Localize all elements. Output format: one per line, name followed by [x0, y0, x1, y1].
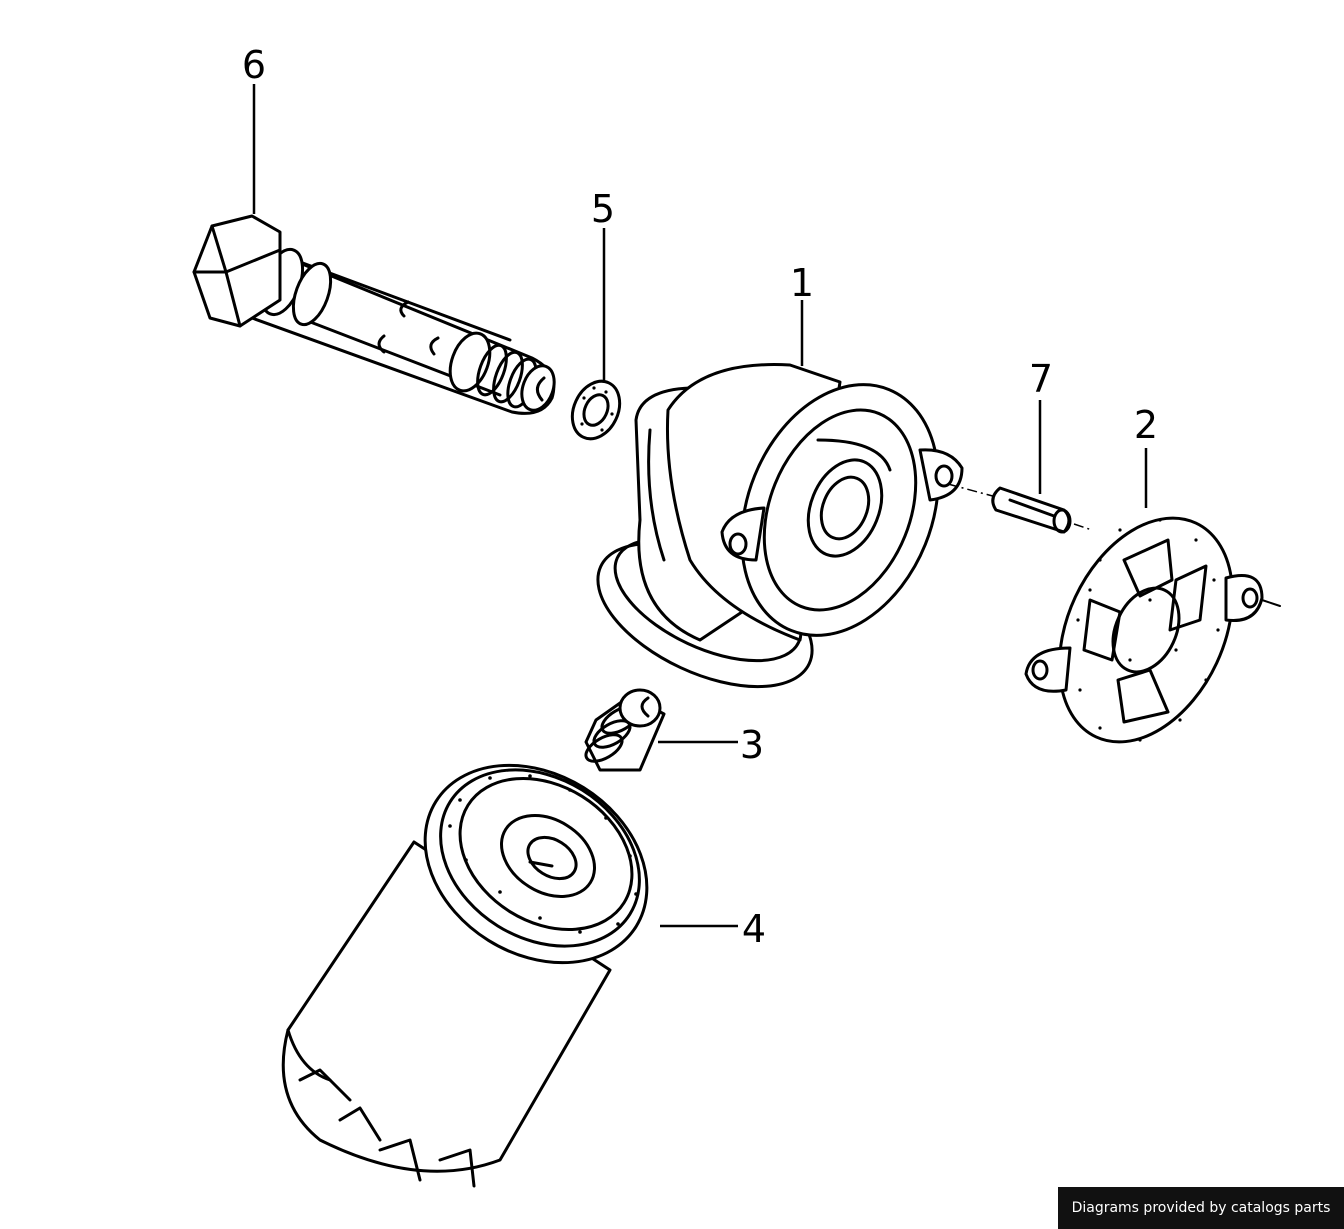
part-4-oil-filter	[281, 763, 649, 1188]
callout-4: 4	[742, 907, 766, 951]
callout-6: 6	[242, 43, 266, 87]
callout-5: 5	[591, 187, 615, 231]
callout-2: 2	[1134, 403, 1158, 447]
part-5-sealing-ring	[570, 379, 622, 441]
part-6-hollow-bolt	[192, 214, 556, 415]
callout-7: 7	[1029, 357, 1053, 401]
callout-3: 3	[740, 723, 764, 767]
diagram-credit-banner: Diagrams provided by catalogs parts	[1058, 1187, 1344, 1229]
part-1-filter-flange	[596, 363, 964, 689]
part-2-gasket	[1024, 516, 1281, 744]
callout-leaders	[252, 84, 1148, 928]
callout-1: 1	[790, 261, 814, 305]
callout-labels: 1 2 3 4 5 6 7	[242, 43, 1158, 951]
part-7-dowel-pin	[947, 483, 1093, 534]
part-3-threaded-nipple	[584, 688, 666, 772]
diagram-credit-text: Diagrams provided by catalogs parts	[1071, 1200, 1331, 1216]
